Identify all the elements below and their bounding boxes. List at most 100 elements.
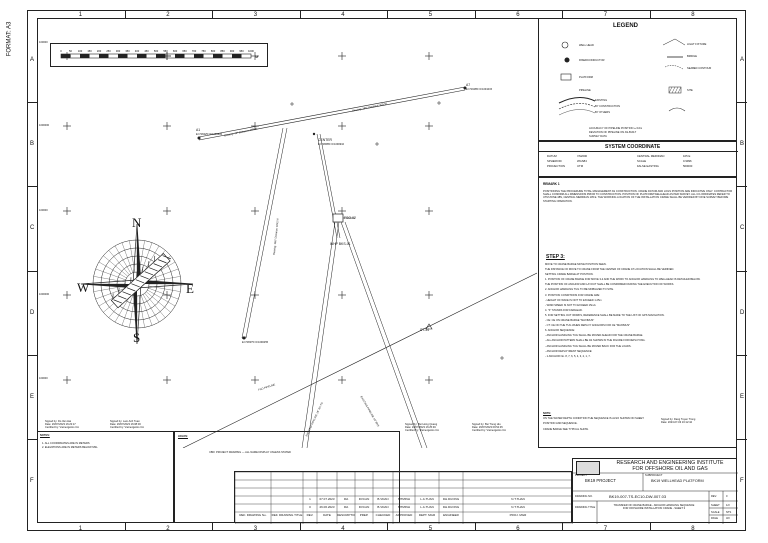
rev-table-cell: L.A.TUAN bbox=[420, 506, 434, 509]
rev-table-cell: 26.06.2023 bbox=[319, 506, 335, 509]
left-row-letter-A: A bbox=[30, 57, 35, 64]
row-divider bbox=[737, 186, 747, 188]
notes-footer-line: POSITION AND SEQUENCE. bbox=[543, 422, 578, 426]
column-divider bbox=[649, 523, 651, 531]
legend-item-platform: PLATFORM bbox=[579, 76, 593, 79]
column-divider bbox=[387, 523, 388, 531]
step-line: - ANCHOR DEPLOYMENT SEQUENCE: bbox=[545, 349, 593, 353]
legend-item-bridge: BRIDGE bbox=[687, 55, 697, 58]
point-a7-coords: E=729285 N=1091015 bbox=[466, 88, 493, 91]
legend-title: LEGEND bbox=[613, 23, 639, 29]
rev-label: REV. bbox=[711, 495, 717, 498]
fso-pipeline bbox=[182, 272, 537, 448]
vessel-hatch bbox=[162, 255, 172, 260]
legend-note-2: DEVIATION OF PIPELINE ON AS-BUILT bbox=[589, 131, 637, 134]
vessel-mark bbox=[118, 288, 120, 294]
system-coordinate-cell: VN2000 bbox=[577, 154, 588, 158]
system-coordinate-cell: FALSE EASTING bbox=[637, 164, 659, 168]
step-line: 3. POSITION CONDITIONS FOR CRANE ARE: bbox=[545, 293, 600, 297]
step-line: MOVE TO CRANE BARGE MOVE POSITION SEEN. bbox=[545, 263, 607, 266]
point-a1-coords: E=728425 N=1090805 bbox=[196, 133, 223, 136]
rev-table-cell: DH.DUONG bbox=[442, 506, 460, 509]
scale-tick-label: 450 bbox=[144, 49, 149, 53]
scale-tick-label: 900 bbox=[230, 49, 235, 53]
compass-w: W bbox=[77, 280, 90, 295]
rev-table-cell: IFA bbox=[343, 506, 349, 509]
contour-symbol bbox=[664, 65, 684, 70]
notes-box-line-1: 1. ALL COORDINATES ARE IN METERS bbox=[42, 442, 90, 445]
compass-radial bbox=[114, 294, 132, 323]
fso-line bbox=[316, 133, 338, 239]
compass-radial bbox=[108, 250, 130, 275]
left-row-letter-E: E bbox=[30, 393, 35, 400]
column-divider bbox=[299, 523, 301, 531]
scale-bar-segment bbox=[118, 54, 128, 58]
pipeline-existing-symbol bbox=[558, 97, 596, 104]
vessel-mark bbox=[130, 277, 132, 283]
row-divider bbox=[27, 438, 37, 440]
pipeline-16 bbox=[301, 221, 336, 448]
rev-table-header: DATE bbox=[323, 514, 331, 517]
scale-bar-segment bbox=[80, 54, 90, 58]
bottom-column-number-2: 2 bbox=[166, 526, 170, 532]
scale-bar-segment bbox=[99, 54, 109, 58]
step-line: THE DISTANCE OF MOVE TO CRANE FROM THE C… bbox=[545, 268, 675, 272]
left-row-letter-F: F bbox=[30, 477, 34, 484]
system-coordinate-cell: SCALE bbox=[637, 159, 647, 163]
column-divider bbox=[212, 523, 213, 531]
scale-bar-segment bbox=[175, 54, 185, 58]
compass-needle-fill bbox=[133, 284, 137, 344]
row-divider bbox=[27, 102, 37, 104]
northing-label: 1000000 bbox=[39, 124, 50, 127]
mooring-line-a2 bbox=[245, 127, 288, 339]
mooring-line-a1-a7 bbox=[198, 89, 466, 141]
rev-table-header: ENGINEER bbox=[443, 514, 459, 517]
legend-item-construction: BY CONSTRUCTION bbox=[595, 105, 621, 108]
left-row-letter-D: D bbox=[30, 309, 35, 316]
legend-item-wellhead: WELL HEAD bbox=[579, 44, 594, 47]
scale-bar-segment bbox=[213, 54, 223, 58]
sheet-value: 1/3 bbox=[726, 504, 730, 507]
rev-table-cell: 0 bbox=[309, 506, 311, 509]
column-divider bbox=[387, 10, 388, 18]
compass-e: E bbox=[186, 281, 194, 296]
point-a2-coords: E=728375 N=1090255 bbox=[242, 341, 269, 344]
scale-tick-label: 150 bbox=[87, 49, 92, 53]
rev-table-header: DESCRIPTION bbox=[337, 514, 355, 517]
rev-table-cell: N.T.THAN bbox=[511, 506, 525, 509]
site-symbol bbox=[668, 86, 682, 94]
notes-box: NOTES: 1. ALL COORDINATES ARE IN METERS … bbox=[37, 431, 174, 523]
platform-legend-symbol bbox=[560, 73, 572, 81]
vessel-mark bbox=[148, 261, 150, 267]
northing-label: 1000000 bbox=[39, 293, 50, 296]
site-hatch bbox=[674, 86, 679, 94]
bottom-column-number-5: 5 bbox=[428, 526, 433, 532]
scale-label: SCALE bbox=[711, 511, 720, 514]
compass-radial bbox=[140, 295, 153, 326]
pipeline-10 bbox=[344, 221, 428, 448]
rev-table-cell: 1 bbox=[309, 498, 311, 501]
bottom-column-number-1: 1 bbox=[78, 526, 83, 532]
system-coordinate-cell: 0.9996 bbox=[683, 159, 692, 163]
scale-unit: M bbox=[255, 54, 258, 59]
compass-radial bbox=[121, 242, 134, 273]
step-line: - ANCHOR HANDLING TUG SHALL BE MOVED AHE… bbox=[545, 334, 644, 338]
vessel-hatch bbox=[117, 295, 127, 300]
northing-label: 100000 bbox=[39, 377, 48, 380]
notes-box-line-2: 2. ELEVATIONS ARE IN METERS BELOW MSL bbox=[42, 446, 98, 449]
scale-tick-label: 550 bbox=[163, 49, 168, 53]
site-hatch bbox=[677, 86, 682, 94]
subproject-label: SUBPROJECT bbox=[645, 474, 663, 477]
compass-radial bbox=[103, 255, 128, 277]
pipeline-others-symbol bbox=[558, 109, 596, 116]
legend-item-existing: EXISTING bbox=[595, 99, 608, 102]
notes-heading: REMARK 1 bbox=[543, 182, 560, 186]
